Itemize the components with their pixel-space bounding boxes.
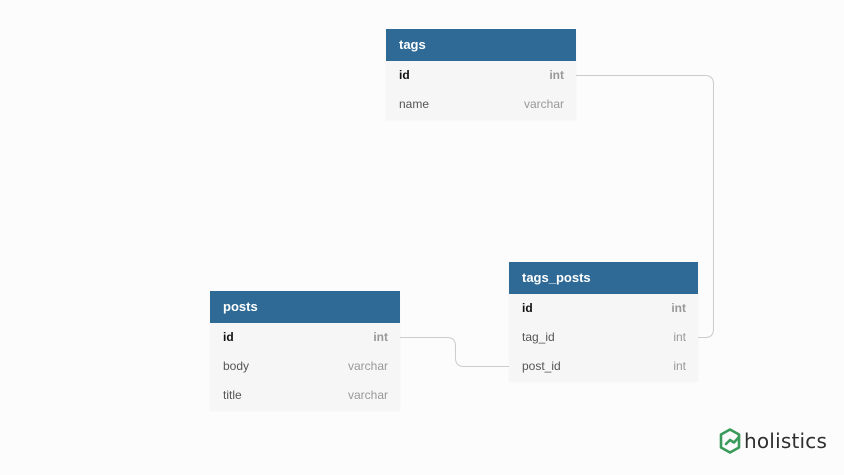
- field-name: title: [223, 388, 242, 402]
- field-type: int: [673, 359, 686, 373]
- field-type: varchar: [347, 359, 388, 373]
- table-field-row[interactable]: id int: [386, 61, 576, 90]
- table-field-row[interactable]: post_id int: [509, 352, 698, 381]
- field-name: body: [223, 359, 250, 373]
- table-field-row[interactable]: id int: [509, 294, 698, 323]
- table-field-row[interactable]: tag_id int: [509, 323, 698, 352]
- table-field-row[interactable]: id int: [210, 323, 400, 352]
- table-tags[interactable]: tags id int name varchar: [386, 29, 576, 119]
- field-name: id: [522, 301, 533, 315]
- table-tags-posts[interactable]: tags_posts id int tag_id int post_id int: [509, 262, 698, 381]
- table-field-row[interactable]: name varchar: [386, 90, 576, 119]
- table-header-tags[interactable]: tags: [386, 29, 576, 61]
- table-field-row[interactable]: body varchar: [210, 352, 400, 381]
- table-header-posts[interactable]: posts: [210, 291, 400, 323]
- field-type: varchar: [523, 97, 564, 111]
- field-type: int: [673, 330, 686, 344]
- field-type: int: [549, 68, 564, 82]
- field-type: int: [671, 301, 686, 315]
- field-name: post_id: [522, 359, 561, 373]
- field-name: tag_id: [522, 330, 555, 344]
- holistics-brand-link[interactable]: holistics: [719, 428, 827, 454]
- field-type: varchar: [347, 388, 388, 402]
- brand-wordmark: holistics: [744, 429, 828, 453]
- field-name: name: [399, 97, 430, 111]
- table-field-row[interactable]: title varchar: [210, 381, 400, 410]
- table-posts[interactable]: posts id int body varchar title varchar: [210, 291, 400, 410]
- field-name: id: [223, 330, 234, 344]
- field-type: int: [373, 330, 388, 344]
- field-name: id: [399, 68, 410, 82]
- connector-posts-id-to-tags-posts-post-id: [400, 337, 509, 367]
- holistics-hexagon-logo-icon: [719, 428, 741, 454]
- table-header-tags-posts[interactable]: tags_posts: [509, 262, 698, 294]
